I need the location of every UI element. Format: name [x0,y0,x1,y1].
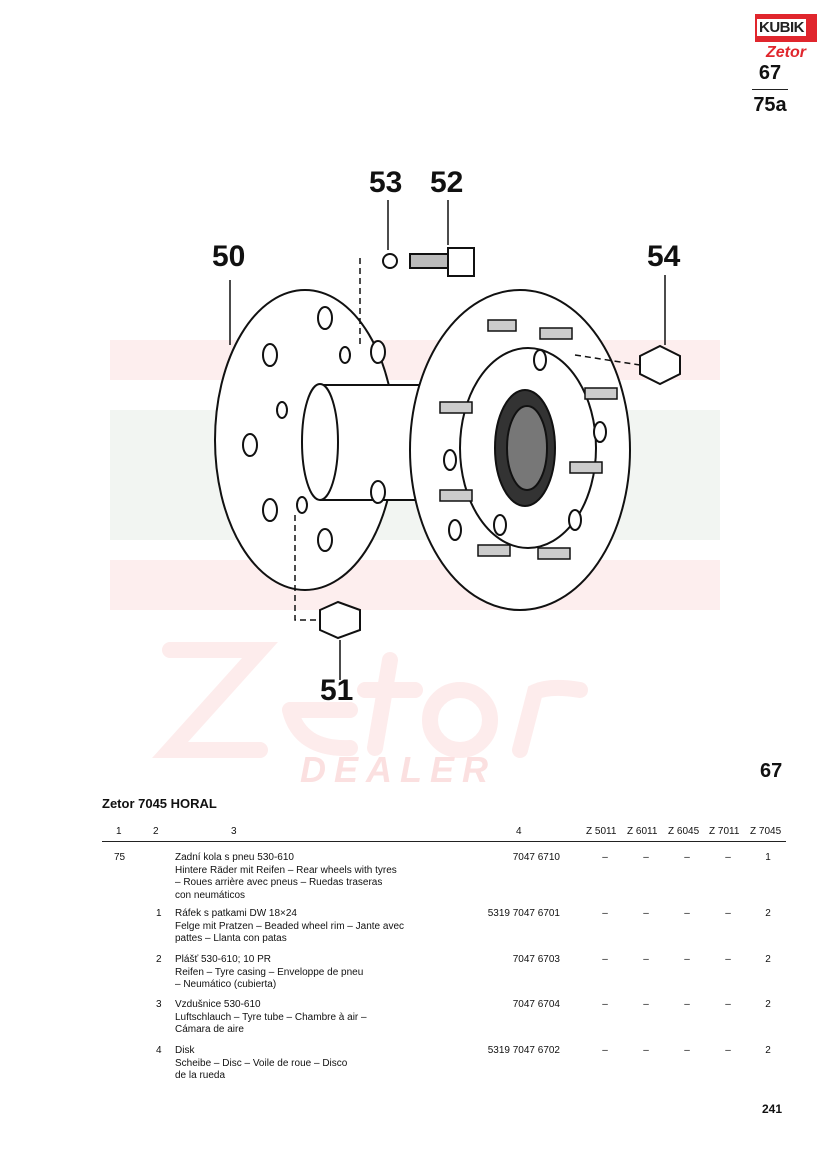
nut-51 [319,600,361,640]
row-quantity: – [684,1045,690,1056]
row-quantity: – [643,954,649,965]
row-quantity: – [725,908,731,919]
divider [752,89,788,90]
page-number: 241 [762,1102,783,1116]
row-quantity: 2 [765,908,771,919]
row-description-line: – Roues arrière avec pneus – Ruedas tras… [175,877,383,888]
row-part-number: 5319 7047 6701 [487,908,560,919]
row-description-line: Plášť 530-610; 10 PR [175,954,272,965]
row-description-line: Reifen – Tyre casing – Enveloppe de pneu [175,966,364,978]
wheel-hub-drawing [214,200,681,680]
col-header-z5011: Z 5011 [586,826,617,837]
callout-51: 51 [320,674,354,707]
row-quantity: – [602,1045,608,1056]
row-quantity: 1 [765,852,771,863]
section-title: Zetor 7045 HORAL [102,796,217,811]
row-quantity: 2 [765,999,771,1010]
row-quantity: – [684,954,690,965]
row-quantity: – [643,852,649,863]
row-description-line: pattes – Llanta con patas [175,933,287,944]
watermark-dealer: DEALER [300,749,497,790]
row-item-number: 4 [156,1045,162,1056]
nut-54 [639,344,681,386]
callout-50: 50 [212,240,246,273]
callout-53: 53 [369,166,403,199]
page-ref-top: 67 [758,62,782,84]
row-quantity: – [725,954,731,965]
bolt-52 [382,247,475,277]
row-quantity: – [684,999,690,1010]
col-header-4: 4 [516,826,522,837]
kubik-zetor-logo: KUBIK Zetor [755,14,817,62]
row-description-line: Luftschlauch – Tyre tube – Chambre à air… [175,1011,367,1023]
row-quantity: – [602,999,608,1010]
row-part-number: 7047 6710 [512,852,560,863]
row-quantity: – [602,852,608,863]
callout-52: 52 [430,166,464,199]
row-quantity: – [725,1045,731,1056]
row-quantity: – [602,954,608,965]
row-quantity: – [725,852,731,863]
row-quantity: 2 [765,954,771,965]
col-header-2: 2 [153,826,159,837]
row-item-number: 3 [156,999,162,1010]
watermark-zetor-shape [152,642,588,758]
row-quantity: – [602,908,608,919]
row-part-number: 7047 6703 [512,954,560,965]
row-description-line: Cámara de aire [175,1024,244,1035]
row-part-number: 7047 6704 [512,999,560,1010]
row-description-line: con neumáticos [175,889,246,901]
callout-54: 54 [647,240,681,273]
col-header-z6045: Z 6045 [668,826,700,837]
figure-number: 67 [760,760,783,782]
row-description-line: Zadní kola s pneu 530-610 [175,852,294,863]
page-ref-bottom: 75a [753,94,787,116]
row-item-number: 1 [156,908,162,919]
col-header-3: 3 [231,826,237,837]
col-header-z6011: Z 6011 [627,826,658,837]
row-quantity: – [643,908,649,919]
header-rule [102,841,786,842]
row-quantity: – [643,999,649,1010]
row-quantity: – [684,852,690,863]
row-quantity: 2 [765,1045,771,1056]
row-description-line: Felge mit Pratzen – Beaded wheel rim – J… [175,920,405,932]
row-description-line: – Neumático (cubierta) [175,979,277,990]
col-header-z7045: Z 7045 [750,826,782,837]
row-description-line: Hintere Räder mit Reifen – Rear wheels w… [175,864,397,876]
row-description-line: Disk [175,1045,195,1056]
row-quantity: – [643,1045,649,1056]
col-header-z7011: Z 7011 [709,826,740,837]
row-description-line: Scheibe – Disc – Voile de roue – Disco [175,1057,348,1069]
row-part-number: 5319 7047 6702 [487,1045,560,1056]
col-header-1: 1 [116,826,122,837]
row-quantity: – [725,999,731,1010]
row-description-line: de la rueda [175,1070,226,1081]
row-ref-number: 75 [114,852,126,863]
row-description-line: Ráfek s patkami DW 18×24 [175,908,297,919]
row-description-line: Vzdušnice 530-610 [175,999,261,1010]
row-quantity: – [684,908,690,919]
row-item-number: 2 [156,954,162,965]
